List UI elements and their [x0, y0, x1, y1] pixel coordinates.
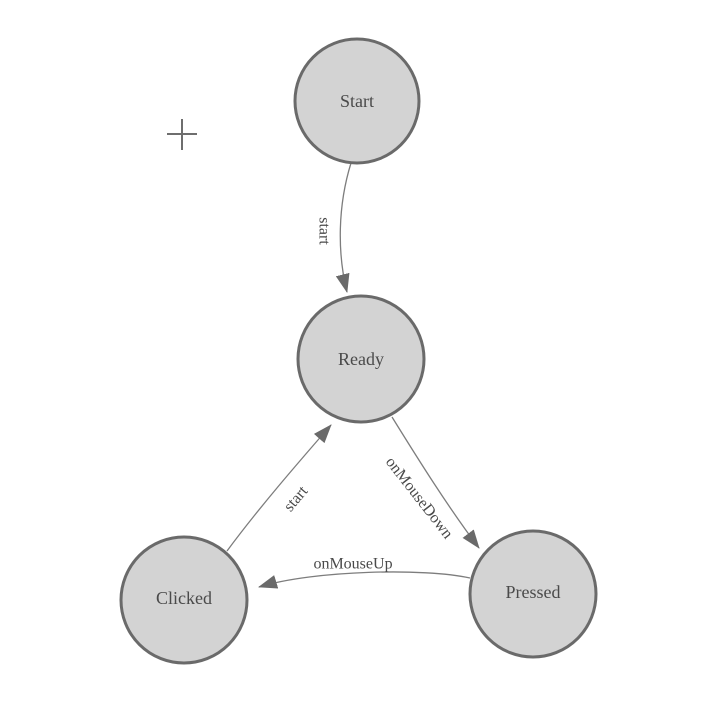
state-node-clicked[interactable]: Clicked	[119, 535, 249, 665]
edge-label-start-to-ready: start	[316, 217, 333, 245]
node-label-ready: Ready	[338, 349, 384, 369]
transition-pressed-to-clicked[interactable]: onMouseUp	[258, 556, 471, 589]
transition-start-to-ready[interactable]: start	[316, 162, 352, 293]
edge-path-clicked-to-ready[interactable]	[226, 424, 332, 552]
node-circle-clicked[interactable]	[119, 535, 249, 665]
transition-ready-to-pressed[interactable]: onMouseDown	[382, 416, 480, 549]
transition-clicked-to-ready[interactable]: start	[226, 424, 332, 552]
node-label-pressed: Pressed	[506, 582, 561, 602]
node-circle-start[interactable]	[293, 37, 421, 165]
origin-crosshair-icon	[167, 119, 197, 150]
state-node-ready[interactable]: Ready	[296, 294, 426, 424]
edge-label-ready-to-pressed: onMouseDown	[382, 454, 456, 542]
state-node-pressed[interactable]: Pressed	[468, 529, 598, 659]
edge-path-start-to-ready[interactable]	[335, 162, 352, 293]
node-label-clicked: Clicked	[156, 588, 212, 608]
edge-label-clicked-to-ready: start	[281, 483, 312, 515]
edge-label-pressed-to-clicked: onMouseUp	[313, 556, 392, 573]
state-node-start[interactable]: Start	[293, 37, 421, 165]
edge-path-pressed-to-clicked[interactable]	[258, 571, 471, 589]
node-label-start: Start	[340, 91, 374, 111]
edge-path-ready-to-pressed[interactable]	[391, 416, 480, 549]
node-circle-ready[interactable]	[296, 294, 426, 424]
node-circle-pressed[interactable]	[468, 529, 598, 659]
